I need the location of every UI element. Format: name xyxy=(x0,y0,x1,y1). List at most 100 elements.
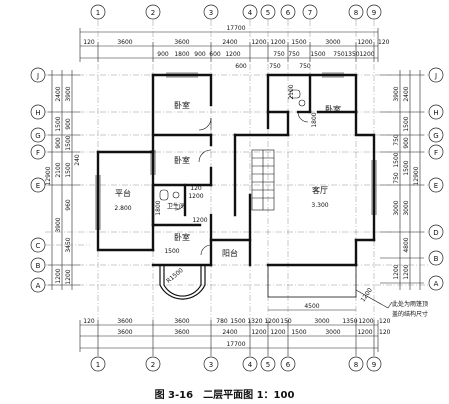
svg-text:4: 4 xyxy=(248,361,253,369)
svg-text:3000: 3000 xyxy=(314,318,329,325)
right-axis-labels: J H G F E D B A xyxy=(433,72,438,288)
svg-text:1200: 1200 xyxy=(251,39,266,46)
svg-text:900: 900 xyxy=(55,137,62,149)
svg-text:B: B xyxy=(434,255,439,263)
bottom-span-dim: 4500 xyxy=(304,303,319,310)
svg-text:C: C xyxy=(36,242,41,250)
svg-text:1200: 1200 xyxy=(55,268,62,283)
svg-text:1500: 1500 xyxy=(65,135,72,150)
platform-level: 2.800 xyxy=(114,205,131,212)
svg-text:F: F xyxy=(434,149,438,157)
svg-text:1350: 1350 xyxy=(342,318,357,325)
inner-dim-1200-a: 1200 xyxy=(188,193,203,200)
svg-text:A: A xyxy=(434,280,439,288)
svg-text:1500: 1500 xyxy=(55,116,62,131)
svg-text:1200: 1200 xyxy=(225,51,240,58)
svg-text:1200: 1200 xyxy=(65,269,72,284)
living-room-label: 客厅 xyxy=(312,185,328,195)
bathroom-fixtures xyxy=(159,89,306,201)
svg-text:120: 120 xyxy=(379,329,391,336)
svg-text:1500: 1500 xyxy=(291,329,306,336)
svg-text:1800: 1800 xyxy=(174,51,189,58)
balcony-label: 阳台 xyxy=(222,248,238,258)
svg-text:1200: 1200 xyxy=(264,318,279,325)
svg-text:1500: 1500 xyxy=(403,160,410,175)
left-dim-text: 12900 2400 1500 900 2100 3900 1200 3900 … xyxy=(45,86,81,284)
svg-text:3: 3 xyxy=(209,9,213,17)
svg-text:G: G xyxy=(35,132,40,140)
svg-text:3600: 3600 xyxy=(117,39,132,46)
svg-text:600: 600 xyxy=(235,63,247,70)
svg-text:120: 120 xyxy=(83,39,95,46)
annotation-dim: 1200 xyxy=(360,287,375,304)
svg-text:2100: 2100 xyxy=(55,162,62,177)
svg-text:600: 600 xyxy=(209,51,221,58)
svg-text:1500: 1500 xyxy=(65,162,72,177)
staircase xyxy=(251,149,275,211)
svg-text:J: J xyxy=(434,72,437,80)
svg-text:120: 120 xyxy=(83,318,95,325)
svg-text:1200: 1200 xyxy=(270,329,285,336)
svg-text:2400: 2400 xyxy=(222,39,237,46)
annotation-line-2: 盖的结构尺寸 xyxy=(392,310,428,318)
svg-text:1500: 1500 xyxy=(393,152,400,167)
canopy-annotation-leader xyxy=(355,289,393,309)
inner-dim-2100: 2100 xyxy=(288,84,295,99)
svg-text:1200: 1200 xyxy=(393,264,400,279)
svg-text:D: D xyxy=(433,229,438,237)
svg-text:6: 6 xyxy=(286,9,291,17)
svg-text:3000: 3000 xyxy=(393,200,400,215)
svg-text:A: A xyxy=(36,282,41,290)
top-total-dim: 17700 xyxy=(226,25,245,32)
annotation-line-1: 此处为雨篷顶 xyxy=(392,300,428,308)
bottom-total-dim: 17700 xyxy=(226,341,245,348)
top-axis-bubbles xyxy=(90,4,382,20)
svg-text:3900: 3900 xyxy=(393,86,400,101)
svg-text:1200: 1200 xyxy=(359,51,374,58)
svg-text:1500: 1500 xyxy=(230,318,245,325)
svg-text:8: 8 xyxy=(354,9,358,17)
windows xyxy=(95,72,377,230)
svg-text:750: 750 xyxy=(393,134,400,146)
bathroom-label: 卫生间 xyxy=(167,202,185,210)
svg-text:2: 2 xyxy=(151,9,155,17)
svg-text:1200: 1200 xyxy=(251,329,266,336)
svg-text:4800: 4800 xyxy=(403,237,410,252)
top-dim-row1: 120 3600 3600 2400 1200 1200 1500 3000 1… xyxy=(83,39,389,46)
inner-dim-120: 120 xyxy=(190,185,202,192)
svg-text:12900: 12900 xyxy=(45,166,52,185)
svg-text:1200: 1200 xyxy=(270,39,285,46)
svg-text:3000: 3000 xyxy=(325,39,340,46)
svg-text:E: E xyxy=(36,182,40,190)
top-dim-row3: 600 750 750 xyxy=(235,63,311,70)
door-swings xyxy=(174,111,309,256)
svg-text:9: 9 xyxy=(372,9,376,17)
svg-text:5: 5 xyxy=(266,9,270,17)
svg-text:900: 900 xyxy=(65,118,72,130)
svg-text:1200: 1200 xyxy=(358,318,373,325)
svg-text:7: 7 xyxy=(308,9,312,17)
bedroom-label-3: 卧室 xyxy=(325,104,341,114)
svg-text:1200: 1200 xyxy=(357,39,372,46)
svg-text:H: H xyxy=(35,109,40,117)
svg-text:3600: 3600 xyxy=(174,329,189,336)
svg-text:750: 750 xyxy=(299,63,311,70)
right-axis-bubbles xyxy=(428,67,444,291)
svg-text:3: 3 xyxy=(209,361,213,369)
bay-radius-dim: R1500 xyxy=(165,267,185,285)
svg-text:6: 6 xyxy=(286,361,291,369)
svg-text:8: 8 xyxy=(354,361,358,369)
svg-text:5: 5 xyxy=(266,361,270,369)
top-axis-labels: 1 2 3 4 5 6 7 8 9 xyxy=(96,9,376,17)
bay-window xyxy=(159,265,206,300)
top-dim-row2: 900 1800 900 600 1200 750 750 1500 750 1… xyxy=(157,51,375,58)
svg-text:H: H xyxy=(433,109,438,117)
left-dimension-chain xyxy=(48,70,80,290)
svg-text:E: E xyxy=(434,182,438,190)
svg-text:12900: 12900 xyxy=(413,166,420,185)
inner-dim-1800-b: 1800 xyxy=(311,112,318,127)
svg-text:1200: 1200 xyxy=(403,264,410,279)
svg-text:2400: 2400 xyxy=(222,329,237,336)
svg-text:750: 750 xyxy=(393,172,400,184)
